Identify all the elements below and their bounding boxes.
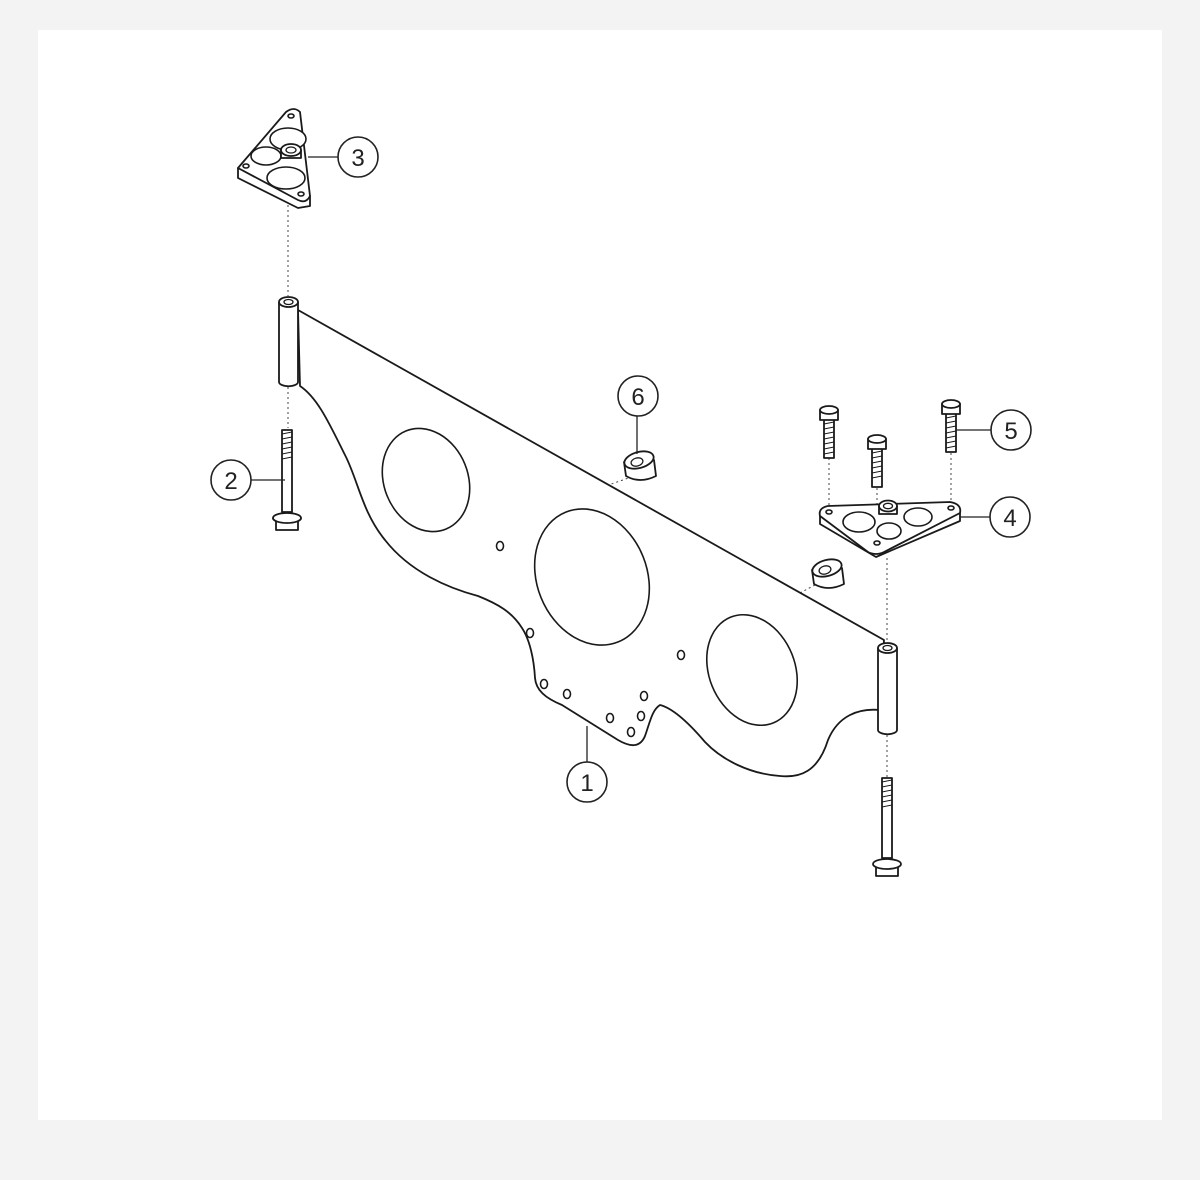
clamp-hole-small: [825, 509, 833, 515]
clamp-hole-small: [242, 163, 250, 169]
plate-cutout-right: [705, 613, 799, 727]
clamp-nut: [280, 143, 302, 159]
spacer-lower: [811, 558, 845, 589]
clamp-block-top: [237, 108, 311, 209]
diagram-canvas: 3 2 1 6 5 4: [38, 30, 1162, 1120]
left-tube: [278, 296, 299, 388]
bracket-plate: [297, 309, 885, 778]
clamp-nut: [878, 499, 898, 515]
long-bolt-left: [272, 429, 302, 531]
screw-a: [819, 405, 839, 459]
clamp-hole: [250, 146, 282, 166]
spacer-upper: [623, 450, 657, 481]
callout-label: 3: [351, 145, 364, 172]
callout-3: 3: [337, 136, 379, 178]
screw-c: [941, 399, 961, 453]
clamp-hole-small: [873, 540, 881, 546]
plate-hole: [626, 726, 636, 738]
plate-hole: [676, 649, 686, 661]
clamp-block-right: [818, 499, 962, 558]
clamp-hole: [876, 522, 902, 540]
clamp-hole: [903, 507, 933, 527]
exploded-view-drawing: 3 2 1 6 5 4: [210, 108, 1032, 877]
callout-1: 1: [566, 761, 608, 803]
clamp-hole-small: [287, 113, 295, 119]
plate-hole: [525, 627, 535, 639]
screw-b: [867, 434, 887, 488]
callout-label: 5: [1004, 418, 1017, 445]
callout-2: 2: [210, 459, 252, 501]
callout-label: 6: [631, 384, 644, 411]
callout-5: 5: [990, 409, 1032, 451]
plate-hole: [636, 710, 646, 722]
clamp-hole-small: [947, 505, 955, 511]
plate-hole: [639, 690, 649, 702]
clamp-hole: [266, 166, 306, 190]
clamp-hole-small: [297, 191, 305, 197]
clamp-hole: [842, 511, 876, 533]
plate-hole: [605, 712, 615, 724]
right-tube: [877, 642, 898, 736]
plate-hole: [562, 688, 572, 700]
plate-cutout-center: [533, 508, 651, 646]
plate-cutout-left: [381, 427, 471, 533]
callout-label: 2: [224, 468, 237, 495]
callout-4: 4: [989, 496, 1031, 538]
callout-label: 1: [580, 770, 593, 797]
plate-hole: [495, 540, 505, 552]
long-bolt-right: [872, 777, 902, 877]
plate-hole: [539, 678, 549, 690]
callout-label: 4: [1003, 505, 1016, 532]
callout-6: 6: [617, 375, 659, 417]
